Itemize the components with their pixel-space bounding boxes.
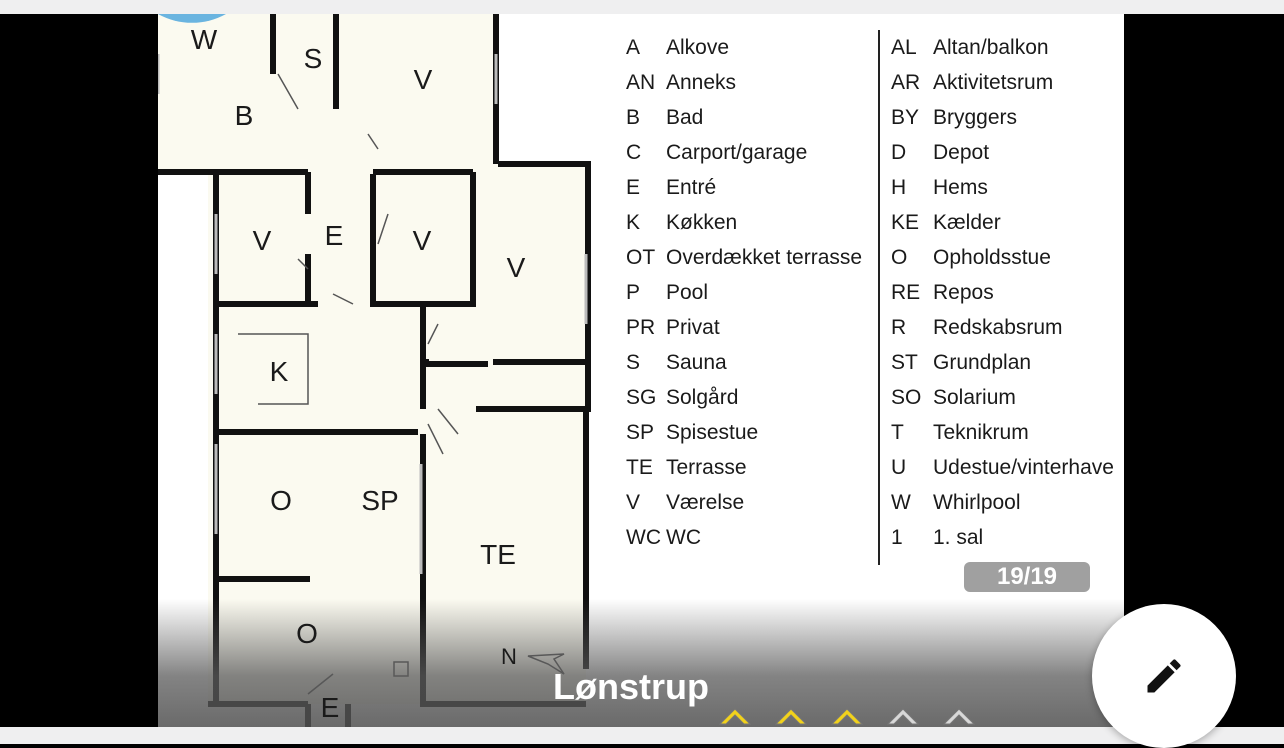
room-label: B (234, 100, 254, 131)
legend-code: B (626, 106, 641, 129)
legend-name: Pool (666, 281, 709, 304)
rating-house-filled-icon (718, 708, 752, 725)
legend-name: Spisestue (666, 421, 759, 444)
legend-code: T (891, 421, 904, 444)
rating-house-filled-icon (830, 708, 864, 725)
room-label: O (296, 618, 318, 649)
room-label: O (270, 485, 292, 516)
room-label: V (252, 225, 272, 256)
room-label: K (269, 356, 289, 387)
rating-house-filled-icon (774, 708, 808, 725)
legend-name: 1. sal (933, 526, 984, 549)
legend-code: AN (626, 71, 656, 94)
top-bar (0, 0, 1284, 14)
rating-stars (718, 706, 976, 726)
legend-name: Sauna (666, 351, 727, 374)
legend-code: RE (891, 281, 921, 304)
legend-name: Depot (933, 141, 990, 164)
legend-name: Kælder (933, 211, 1001, 234)
legend-name: Whirlpool (933, 491, 1021, 514)
legend-code: OT (626, 246, 656, 269)
legend-code: D (891, 141, 907, 164)
legend-name: Overdækket terrasse (666, 246, 863, 269)
legend-code: S (626, 351, 641, 374)
legend-name: Grundplan (933, 351, 1032, 374)
legend-code: C (626, 141, 642, 164)
rating-house-empty-icon (942, 708, 976, 725)
legend-name: Solgård (666, 386, 739, 409)
legend-code: TE (626, 456, 653, 479)
photo-counter: 19/19 (964, 562, 1090, 592)
legend-code: SG (626, 386, 657, 409)
room-label: SP (361, 485, 399, 516)
bottom-bar (0, 727, 1284, 744)
legend-name: Carport/garage (666, 141, 808, 164)
legend-name: Alkove (666, 36, 730, 59)
legend-code: E (626, 176, 641, 199)
room-label: W (190, 24, 218, 55)
legend-name: Redskabsrum (933, 316, 1063, 339)
legend-name: Bryggers (933, 106, 1018, 129)
legend-code: H (891, 176, 907, 199)
legend-name: Solarium (933, 386, 1016, 409)
edit-button[interactable] (1092, 604, 1236, 748)
legend-code: SO (891, 386, 922, 409)
legend-name: Hems (933, 176, 988, 199)
legend-name: Værelse (666, 491, 745, 514)
legend-code: KE (891, 211, 920, 234)
room-label: E (324, 220, 344, 251)
legend-name: Anneks (666, 71, 737, 94)
legend-code: V (626, 491, 641, 514)
legend-name: Bad (666, 106, 704, 129)
legend-name: Terrasse (666, 456, 747, 479)
legend-code: ST (891, 351, 918, 374)
pencil-icon (1147, 659, 1181, 693)
legend-code: SP (626, 421, 655, 444)
legend-code: PR (626, 316, 656, 339)
caption-overlay (158, 599, 1124, 727)
legend-code: BY (891, 106, 920, 129)
legend-divider (878, 30, 880, 565)
legend-code: P (626, 281, 641, 304)
legend-code: AR (891, 71, 921, 94)
legend-code: 1 (891, 526, 903, 549)
legend-name: Teknikrum (933, 421, 1029, 444)
room-label: TE (480, 539, 516, 570)
legend-name: Udestue/vinterhave (933, 456, 1114, 479)
legend-name: Entré (666, 176, 717, 199)
legend-name: WC (666, 526, 701, 549)
legend-name: Aktivitetsrum (933, 71, 1054, 94)
legend-code: WC (626, 526, 661, 549)
legend-name: Opholdsstue (933, 246, 1051, 269)
legend-code: O (891, 246, 908, 269)
legend-code: R (891, 316, 907, 339)
north-label: N (501, 644, 517, 669)
legend-name: Altan/balkon (933, 36, 1049, 59)
legend-code: A (626, 36, 641, 59)
legend-code: AL (891, 36, 917, 59)
room-label: E (320, 692, 340, 723)
room-label: V (413, 64, 433, 95)
legend-code: W (891, 491, 911, 514)
legend-name: Repos (933, 281, 994, 304)
room-label: V (412, 225, 432, 256)
legend-name: Privat (666, 316, 720, 339)
room-label: V (506, 252, 526, 283)
listing-title: Lønstrup (553, 666, 709, 707)
legend-code: K (626, 211, 641, 234)
legend-name: Køkken (666, 211, 738, 234)
rating-house-empty-icon (886, 708, 920, 725)
room-label: S (303, 43, 323, 74)
legend-code: U (891, 456, 907, 479)
